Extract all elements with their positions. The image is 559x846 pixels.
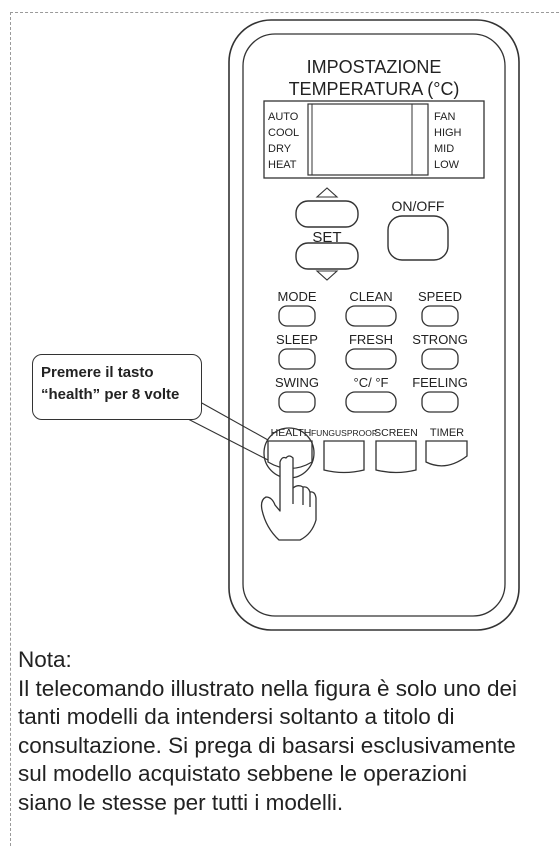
callout-pointer-lower (187, 418, 269, 461)
callout-line2: “health” per 8 volte (41, 386, 180, 403)
mode-button[interactable] (278, 305, 316, 327)
set-down-button[interactable] (295, 242, 359, 270)
mode-dry-label: DRY (268, 143, 292, 155)
lcd-screen (263, 100, 485, 179)
strong-button[interactable] (421, 348, 459, 370)
remote-control-illustration: IMPOSTAZIONE TEMPERATURA (°C) AUTO COOL … (187, 19, 520, 631)
onoff-label: ON/OFF (392, 198, 445, 214)
onoff-button[interactable] (387, 215, 449, 261)
fan-high-label: HIGH (434, 127, 462, 139)
mode-label: MODE (278, 289, 317, 304)
note-line2: tanti modelli da intendersi soltanto a t… (18, 704, 455, 729)
feeling-label: FEELING (412, 375, 468, 390)
screen-button[interactable] (375, 440, 417, 474)
speed-button[interactable] (421, 305, 459, 327)
unit-button[interactable] (345, 391, 397, 413)
note-line1: Il telecomando illustrato nella figura è… (18, 675, 518, 701)
fan-mid-label: MID (434, 143, 454, 155)
unit-label: °C/ °F (354, 375, 389, 390)
callout-pointer-upper (199, 401, 269, 441)
pointing-hand-icon (260, 455, 317, 541)
callout-line1: Premere il tasto (41, 364, 154, 381)
dashed-border-top (10, 12, 559, 13)
mode-cool-label: COOL (268, 127, 299, 139)
sleep-label: SLEEP (276, 332, 318, 347)
note-section: Nota: Il telecomando illustrato nella fi… (18, 646, 556, 817)
fan-low-label: LOW (434, 159, 460, 171)
speed-label: SPEED (418, 289, 462, 304)
display-title-line2: TEMPERATURA (°C) (289, 79, 460, 99)
fungusproof-button[interactable] (323, 440, 365, 474)
screen-label: SCREEN (374, 427, 418, 439)
clean-button[interactable] (345, 305, 397, 327)
set-label: SET (312, 229, 341, 246)
swing-button[interactable] (278, 391, 316, 413)
note-line4: sul modello acquistato sebbene le operaz… (18, 761, 468, 786)
health-label: HEALTH (271, 427, 312, 439)
arrow-up-icon (315, 187, 339, 198)
swing-label: SWING (275, 375, 319, 390)
set-up-button[interactable] (295, 200, 359, 228)
feeling-button[interactable] (421, 391, 459, 413)
lcd-inner-window (307, 103, 429, 176)
note-line5: siano le stesse per tutti i modelli. (18, 789, 344, 815)
strong-label: STRONG (412, 332, 468, 347)
instruction-callout: Premere il tasto “health” per 8 volte (32, 354, 202, 420)
note-title: Nota: (18, 647, 72, 672)
dashed-border-left (10, 12, 11, 846)
timer-label: TIMER (430, 427, 464, 439)
arrow-down-icon (315, 270, 339, 281)
fresh-button[interactable] (345, 348, 397, 370)
clean-label: CLEAN (349, 289, 392, 304)
fungusproof-label: FUNGUSPROOF (311, 428, 377, 438)
display-title-line1: IMPOSTAZIONE (307, 57, 442, 77)
sleep-button[interactable] (278, 348, 316, 370)
mode-auto-label: AUTO (268, 111, 299, 123)
timer-button[interactable] (425, 440, 468, 467)
fan-label: FAN (434, 111, 455, 123)
mode-heat-label: HEAT (268, 159, 297, 171)
note-line3: consultazione. Si prega di basarsi esclu… (18, 732, 516, 758)
remote-inner-panel (242, 33, 506, 617)
fresh-label: FRESH (349, 332, 393, 347)
